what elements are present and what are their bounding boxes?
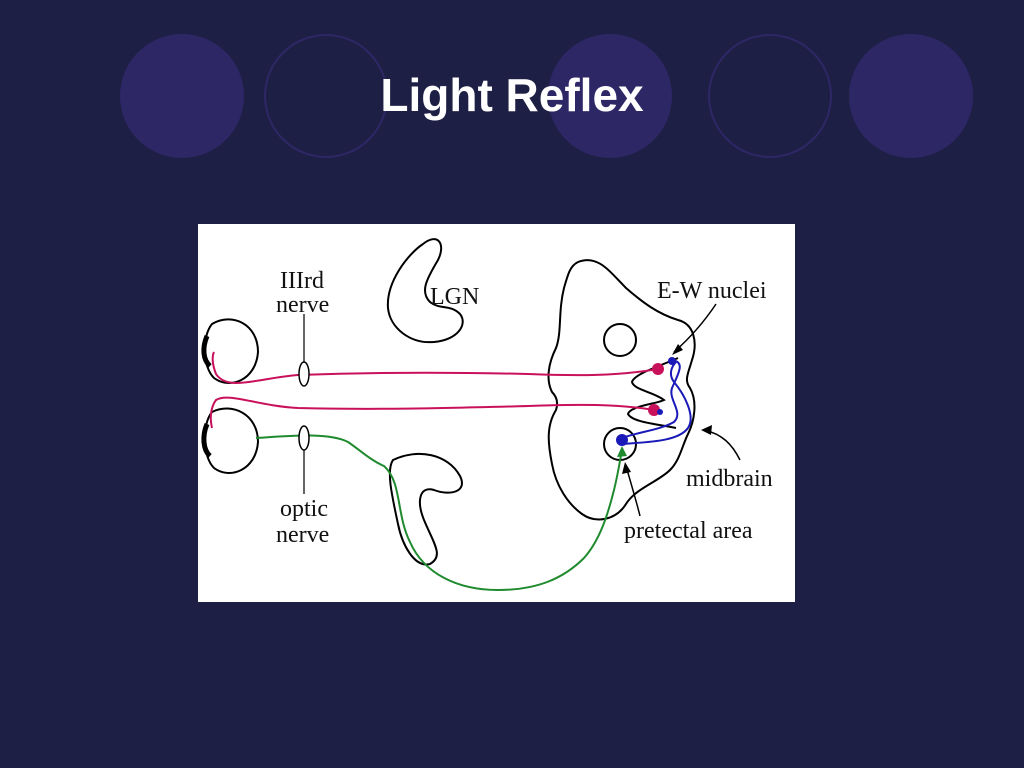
decor-circle [264, 34, 388, 158]
label-lgn: LGN [430, 284, 479, 310]
third-nerve-marker [298, 361, 310, 387]
pretectal-to-ew-pathway-2 [621, 361, 692, 445]
label-optic-line2: nerve [276, 522, 329, 548]
decor-circle [849, 34, 973, 158]
upper-eye [201, 318, 260, 384]
label-midbrain: midbrain [686, 466, 773, 492]
ew-nucleus-notch [626, 357, 679, 429]
slide-title: Light Reflex [380, 69, 644, 121]
label-third-nerve-line2: nerve [276, 292, 329, 318]
pretectal-blue-dot [616, 434, 628, 446]
optic-nerve-pathway [255, 434, 623, 592]
optic-pathway-arrowhead [617, 446, 627, 457]
ew-blue-dot-upper [668, 357, 676, 365]
ew-nuclei-arrowhead [672, 344, 683, 355]
light-reflex-diagram: IIIrd nerve LGN E-W nuclei midbrain opti… [198, 224, 795, 602]
lgn-upper-shape [386, 238, 464, 344]
lower-eye [201, 407, 260, 474]
diagram-svg: IIIrd nerve LGN E-W nuclei midbrain opti… [201, 238, 773, 592]
ew-nucleus-upper-dot [652, 363, 664, 375]
ew-blue-dot-lower [657, 409, 663, 415]
third-nerve-pathway-upper [211, 351, 659, 384]
ew-nucleus-lower-dot [648, 404, 660, 416]
third-nerve-pathway-lower [209, 396, 655, 429]
decor-circle [548, 34, 672, 158]
decor-circle [708, 34, 832, 158]
pretectal-arrowhead [622, 462, 631, 474]
midbrain-outline [547, 259, 696, 521]
label-ew-nuclei: E-W nuclei [657, 278, 767, 304]
midbrain-arrowhead [701, 425, 712, 435]
decor-circle [120, 34, 244, 158]
label-third-nerve-line1: IIIrd [280, 268, 324, 294]
label-optic-line1: optic [280, 496, 328, 522]
label-pretectal-area: pretectal area [624, 518, 753, 544]
midbrain-arrow [703, 429, 741, 461]
aqueduct [603, 323, 637, 357]
pretectal-to-ew-pathway [621, 359, 681, 439]
optic-nerve-marker [298, 425, 310, 451]
